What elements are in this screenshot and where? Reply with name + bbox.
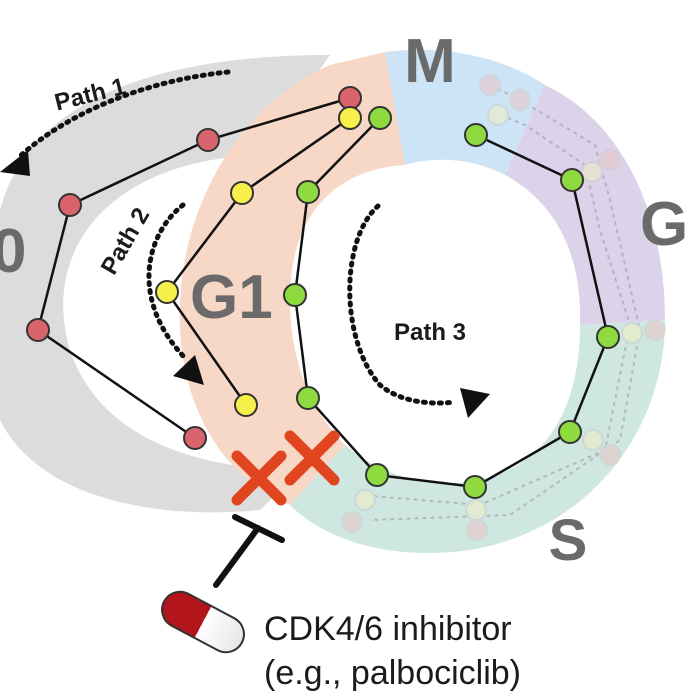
phase-label-s: S — [549, 508, 588, 573]
green-node — [365, 463, 389, 487]
phase-label-g0: 0 — [0, 217, 26, 286]
faded-node — [509, 89, 531, 111]
faded-node — [354, 489, 376, 511]
faded-node — [599, 444, 621, 466]
green-node — [368, 106, 392, 130]
yellow-node — [230, 181, 254, 205]
green-node — [558, 420, 582, 444]
faded-node — [479, 74, 501, 96]
yellow-node — [338, 106, 362, 130]
red-node — [338, 86, 362, 110]
red-node — [196, 128, 220, 152]
green-node — [463, 475, 487, 499]
green-node — [283, 283, 307, 307]
arrowhead-icon — [460, 388, 490, 418]
path1-trajectory — [26, 86, 362, 450]
green-node — [596, 325, 620, 349]
path3-label: Path 3 — [394, 319, 466, 346]
inhibitor-name: CDK4/6 inhibitor — [264, 610, 512, 648]
green-node — [296, 180, 320, 204]
faded-node — [465, 499, 487, 521]
pill-icon — [161, 590, 245, 654]
m-band — [385, 49, 545, 176]
path3-arrow — [347, 203, 490, 418]
g0-band — [0, 55, 330, 513]
faded-trajectories — [341, 74, 666, 541]
faded-node — [644, 319, 666, 341]
s-band — [290, 320, 665, 553]
red-node — [26, 318, 50, 342]
red-node — [58, 193, 82, 217]
path2-label: Path 2 — [96, 203, 155, 279]
faded-node — [466, 519, 488, 541]
yellow-node — [155, 280, 179, 304]
green-node — [464, 123, 488, 147]
green-node — [296, 386, 320, 410]
path2-arrow — [146, 202, 204, 385]
arrowhead-icon — [0, 150, 30, 176]
faded-node — [581, 161, 603, 183]
faded-node — [621, 322, 643, 344]
path2-trajectory — [155, 106, 362, 417]
arrowhead-icon — [173, 355, 204, 385]
block-x-icon — [284, 430, 340, 486]
inhibition-bar — [213, 514, 285, 588]
phase-label-g2: G — [640, 190, 688, 259]
faded-node — [341, 511, 363, 533]
faded-node — [582, 429, 604, 451]
yellow-node — [234, 393, 258, 417]
red-node — [183, 426, 207, 450]
path3-trajectory — [283, 106, 620, 499]
path1-arrow — [0, 69, 231, 176]
block-x-icon — [231, 450, 287, 506]
faded-node — [487, 104, 509, 126]
phase-label-m: M — [404, 27, 456, 96]
phase-label-g1: G1 — [190, 263, 273, 332]
faded-node — [599, 149, 621, 171]
inhibitor-example: (e.g., palbociclib) — [264, 654, 521, 692]
green-node — [560, 168, 584, 192]
g2-band — [505, 85, 665, 325]
